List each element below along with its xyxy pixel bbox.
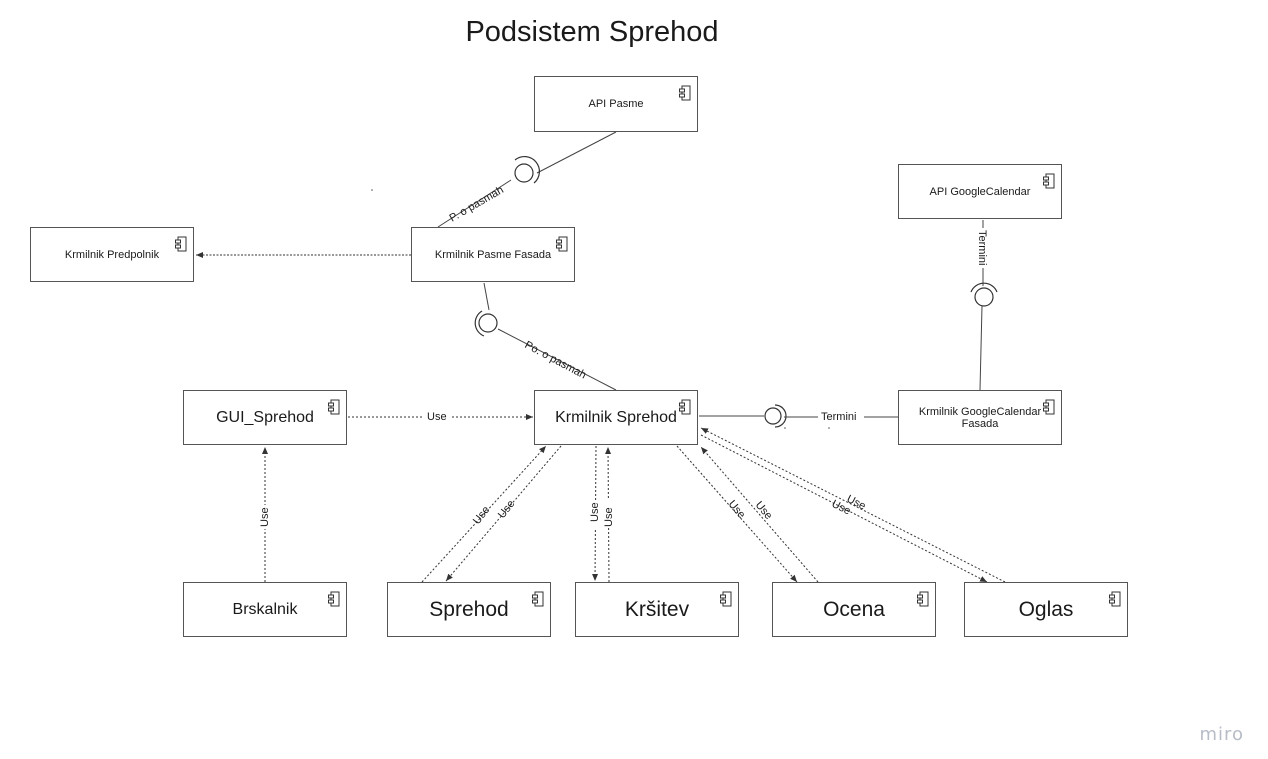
component-icon [1043,399,1055,415]
sprehod-up-edge [421,445,547,583]
component-label: Brskalnik [232,600,298,618]
component-icon [1109,591,1121,607]
google-provided-interface [974,287,994,307]
krsitev-use-label-2: Use [603,507,615,527]
component-label: Ocena [823,597,885,621]
ocena-up-edge [700,446,819,583]
api-pasme-interface-line [536,131,617,174]
component-label: Oglas [1018,597,1074,621]
component-krmilnik-predpolnik[interactable]: Krmilnik Predpolnik [30,227,194,282]
google-fasada-interface-line [979,305,983,391]
component-krmilnik-sprehod[interactable]: Krmilnik Sprehod [534,390,698,445]
sprehod-termini-socket [774,404,787,428]
pasme-fasada-interface-line [483,282,490,311]
component-icon [328,591,340,607]
krsitev-up-edge [605,446,612,583]
component-krsitev[interactable]: Kršitev [575,582,739,637]
api-google-termini-label: Termini [976,230,988,265]
component-label: Krmilnik Sprehod [555,408,677,426]
component-icon [679,85,691,101]
component-icon [175,236,187,252]
stray-dot-1 [371,189,373,191]
component-api-googlecalendar[interactable]: API GoogleCalendar [898,164,1062,219]
component-label: Krmilnik Predpolnik [64,248,160,261]
component-krmilnik-pasme-fasada[interactable]: Krmilnik Pasme Fasada [411,227,575,282]
krsitev-down-edge [592,445,599,582]
po-o-pasmah-label: Po. o pasmah [523,339,589,381]
component-brskalnik[interactable]: Brskalnik [183,582,347,637]
pasme-fasada-required-socket [474,310,485,337]
p-o-pasmah-label: P. o pasmah [448,184,506,225]
component-icon [532,591,544,607]
component-label: GUI_Sprehod [216,408,314,426]
component-label: API Pasme [588,98,644,110]
p-o-pasmah-line [437,179,512,228]
component-icon [1043,173,1055,189]
component-icon [917,591,929,607]
oglas-up-edge [700,427,1006,583]
component-sprehod[interactable]: Sprehod [387,582,551,637]
pasme-fasada-provided-interface [478,313,498,333]
gui-use-label: Use [427,411,447,423]
miro-logo: miro [1199,724,1244,745]
component-icon [720,591,732,607]
component-icon [556,236,568,252]
krsitev-use-label-1: Use [589,502,601,522]
oglas-down-edge [700,434,988,583]
component-api-pasme[interactable]: API Pasme [534,76,698,132]
stray-dot-2 [784,427,786,429]
brskalnik-use-label: Use [259,507,271,527]
sprehod-down-edge [445,445,562,582]
stray-dot-3 [828,427,830,429]
diagram-title: Podsistem Sprehod [465,16,719,48]
sprehod-termini-interface [764,407,782,425]
component-label: Krmilnik GoogleCalendar Fasada [918,405,1042,430]
ocena-use-label-2: Use [753,499,775,522]
component-oglas[interactable]: Oglas [964,582,1128,637]
component-krmilnik-googlecalendar-fasada[interactable]: Krmilnik GoogleCalendar Fasada [898,390,1062,445]
component-icon [328,399,340,415]
component-label: Sprehod [429,597,509,621]
google-required-socket [970,282,998,293]
component-ocena[interactable]: Ocena [772,582,936,637]
component-label: Kršitev [624,597,690,621]
component-label: Krmilnik Pasme Fasada [434,248,552,261]
component-icon [679,399,691,415]
ocena-use-label-1: Use [726,498,748,521]
sprehod-termini-label: Termini [821,411,856,423]
api-pasme-provided-interface [514,163,534,183]
component-label: API GoogleCalendar [929,185,1031,198]
sprehod-use-label-1: Use [471,504,493,527]
component-gui-sprehod[interactable]: GUI_Sprehod [183,390,347,445]
api-pasme-required-socket [514,156,541,184]
po-o-pasmah-line [497,328,617,391]
